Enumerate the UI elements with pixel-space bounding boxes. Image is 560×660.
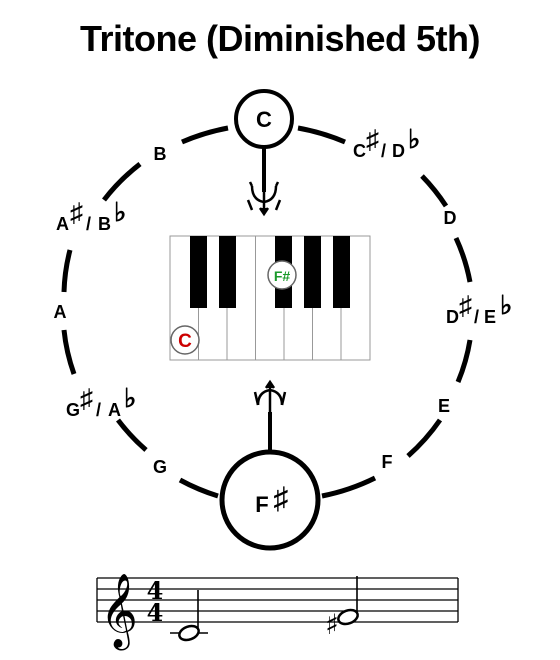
black-key [304,236,321,308]
ring-arc-d-upper [420,174,449,208]
label-a2: A [56,214,69,234]
black-key [333,236,350,308]
ring-arc-fsharp-g [178,477,219,499]
label-a-flat-symbol: ♭ [124,383,136,413]
music-staff: 𝄞 4 4 ♯ [96,574,459,651]
node-fsharp-sharp: ♯ [274,482,289,515]
label-a-sharp-symbol: ♯ [70,197,83,227]
label-b: B [154,144,167,164]
label-c-sharp-symbol: ♯ [366,124,379,154]
note-fsharp-half: ♯ [325,576,359,641]
c-key-label: C [178,331,192,352]
label-d2: D [446,307,459,327]
label-g2: G [66,400,80,420]
note-c-half [170,590,208,642]
ring-labels: B C ♯ / D ♭ D D ♯ / E ♭ E F G G ♯ / A ♭ … [54,124,513,477]
label-d-flat-letter: D [392,141,405,161]
time-signature-bottom: 4 [147,598,164,627]
circle-of-fifths-ring [61,125,473,499]
ring-arc-asharp-b [102,162,142,202]
trident-icon [246,180,282,217]
label-c-slash: / [381,141,386,161]
label-g: G [153,457,167,477]
label-a: A [54,302,67,322]
label-b-flat-symbol: ♭ [114,197,126,227]
ring-arc-a-asharp [61,249,73,293]
label-f: F [382,452,393,472]
treble-clef: 𝄞 [100,574,138,651]
ring-arc-e-f [406,418,443,458]
ring-arc-dsharp-e [455,339,473,383]
label-e-flat-letter: E [484,307,496,327]
node-fsharp-letter: F [255,492,268,517]
label-e-flat-symbol: ♭ [500,290,512,320]
label-c: C [353,141,366,161]
c-key-marker: C [170,325,200,355]
black-key [190,236,207,308]
ring-arc-b-c [181,125,229,145]
label-a-slash: / [86,214,91,234]
ring-arc-gsharp-a [61,329,77,375]
fsharp-key-label: F# [274,268,291,284]
trident-icon [253,379,287,425]
label-d-slash: / [474,307,479,327]
label-d-flat-symbol: ♭ [408,124,420,154]
fsharp-key-marker: F# [267,260,297,290]
label-b-flat-letter: B [98,214,111,234]
node-c-root: C [234,89,294,149]
node-fsharp-tritone: F ♯ [219,449,321,551]
staff-lines [96,577,459,623]
label-e: E [438,396,450,416]
time-signature-top: 4 [147,576,164,605]
label-g-sharp-symbol: ♯ [80,383,93,413]
node-c-label: C [256,107,272,132]
label-a-flat-letter: A [108,400,121,420]
ring-arc-g-gsharp [116,418,148,452]
page-title: Tritone (Diminished 5th) [79,18,481,59]
ring-arc-c-csharp [297,125,346,145]
note-sharp-accidental: ♯ [325,608,339,641]
label-d: D [444,208,457,228]
label-g-slash: / [96,400,101,420]
piano-keyboard: F# C [169,235,371,361]
black-key [219,236,236,308]
ring-arc-d-lower [453,236,473,283]
ring-arc-f-fsharp [321,475,377,499]
label-d-sharp-symbol: ♯ [459,290,472,320]
